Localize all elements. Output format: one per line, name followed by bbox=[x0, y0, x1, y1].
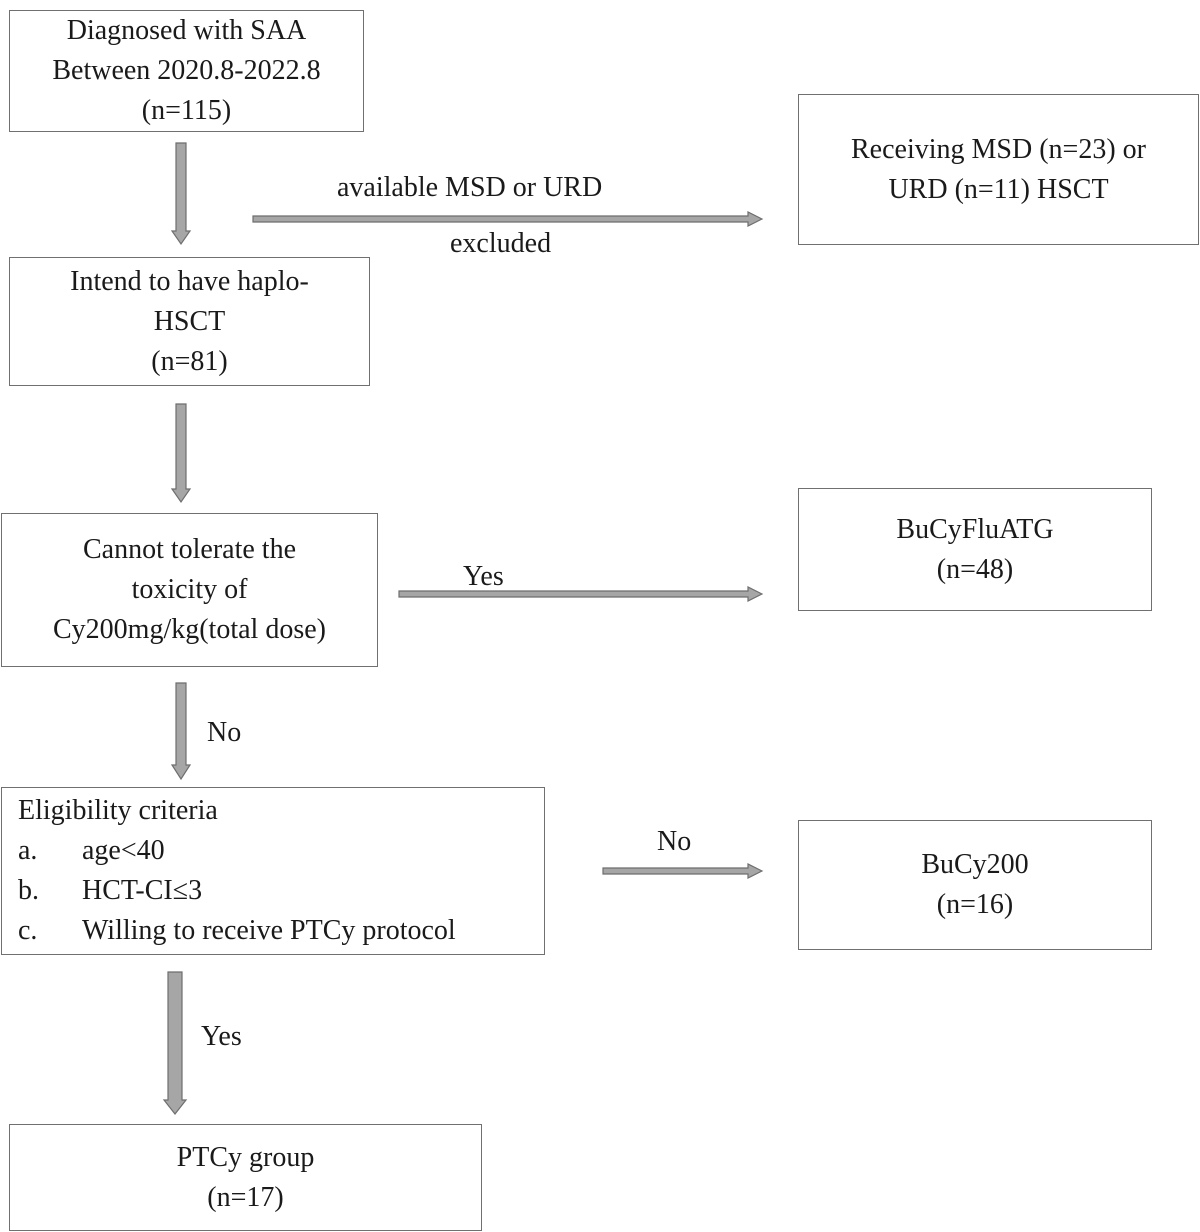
cannot-line-2: toxicity of bbox=[131, 574, 248, 605]
arrow-diagnosed-to-intend bbox=[170, 142, 192, 246]
intend-line-3: (n=81) bbox=[151, 345, 228, 377]
ptcy-line-2: (n=17) bbox=[207, 1181, 284, 1213]
criterion-c-marker: c. bbox=[18, 915, 38, 946]
arrow-eligibility-to-ptcy bbox=[162, 971, 188, 1115]
arrow-cannot-to-eligibility bbox=[170, 682, 192, 781]
criterion-c: c. Willing to receive PTCy protocol bbox=[18, 911, 456, 951]
cannot-box: Cannot tolerate the toxicity of Cy200mg/… bbox=[1, 513, 378, 667]
arrow-eligibility-to-bucy200 bbox=[602, 863, 764, 879]
arrow-cannot-to-bucyflu bbox=[398, 586, 764, 602]
cannot-line-3: Cy200mg/kg(total dose) bbox=[53, 614, 326, 645]
intend-line-2: HSCT bbox=[153, 305, 226, 337]
arrow-to-receiving bbox=[252, 211, 764, 227]
diagnosed-line-3: (n=115) bbox=[141, 95, 232, 126]
bucyflu-box: BuCyFluATG (n=48) bbox=[798, 488, 1152, 611]
bucy200-line-2: (n=16) bbox=[936, 889, 1014, 920]
bucy200-line-1: BuCy200 bbox=[921, 849, 1029, 880]
arrow-intend-to-cannot bbox=[170, 403, 192, 504]
bucyflu-line-2: (n=48) bbox=[936, 553, 1014, 585]
available-label: available MSD or URD bbox=[337, 172, 603, 203]
criterion-b: b. HCT-CI≤3 bbox=[18, 871, 202, 911]
no-right-label: No bbox=[657, 826, 692, 857]
receiving-box: Receiving MSD (n=23) or URD (n=11) HSCT bbox=[798, 94, 1199, 245]
diagnosed-line-2: Between 2020.8-2022.8 bbox=[52, 55, 321, 86]
ptcy-line-1: PTCy group bbox=[176, 1141, 315, 1173]
excluded-label: excluded bbox=[450, 228, 552, 259]
yes-right-label: Yes bbox=[463, 561, 504, 592]
criterion-b-marker: b. bbox=[18, 875, 39, 906]
no-down-label: No bbox=[207, 717, 242, 748]
eligibility-title: Eligibility criteria bbox=[18, 795, 218, 826]
intend-box: Intend to have haplo- HSCT (n=81) bbox=[9, 257, 370, 386]
diagnosed-box: Diagnosed with SAA Between 2020.8-2022.8… bbox=[9, 10, 364, 132]
receiving-line-2: URD (n=11) HSCT bbox=[888, 173, 1109, 205]
ptcy-box: PTCy group (n=17) bbox=[9, 1124, 482, 1231]
bucyflu-line-1: BuCyFluATG bbox=[896, 513, 1054, 545]
criterion-a: a. age<40 bbox=[18, 831, 165, 871]
receiving-line-1: Receiving MSD (n=23) or bbox=[851, 133, 1146, 165]
criterion-a-marker: a. bbox=[18, 835, 38, 866]
diagnosed-line-1: Diagnosed with SAA bbox=[66, 15, 307, 46]
criterion-b-text: HCT-CI≤3 bbox=[82, 875, 203, 906]
yes-down-label: Yes bbox=[201, 1021, 242, 1052]
intend-line-1: Intend to have haplo- bbox=[70, 265, 309, 297]
cannot-line-1: Cannot tolerate the bbox=[82, 534, 297, 565]
eligibility-box: Eligibility criteria a. age<40 b. HCT-CI… bbox=[1, 787, 545, 955]
criterion-a-text: age<40 bbox=[82, 835, 165, 866]
criterion-c-text: Willing to receive PTCy protocol bbox=[82, 915, 456, 946]
bucy200-box: BuCy200 (n=16) bbox=[798, 820, 1152, 950]
